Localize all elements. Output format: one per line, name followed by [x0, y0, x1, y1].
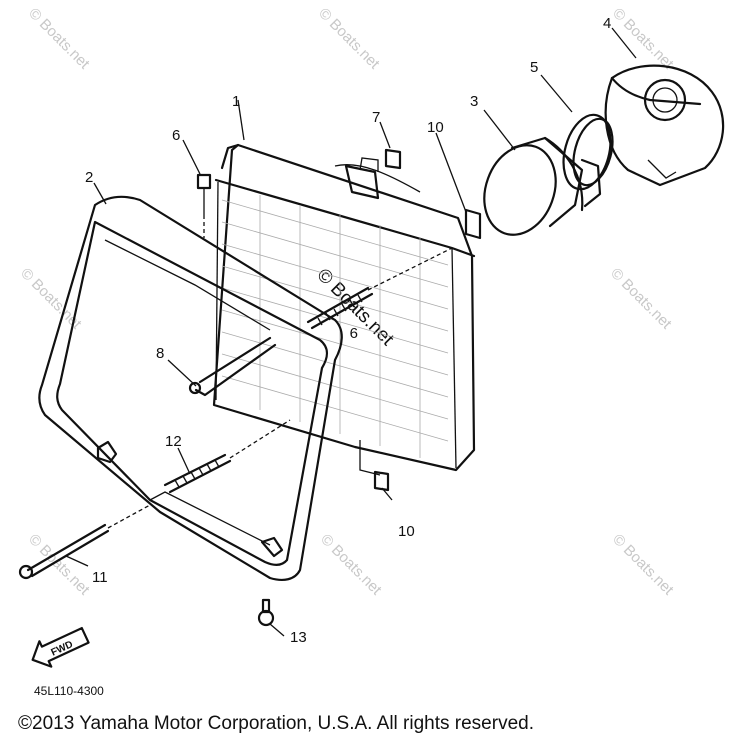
part-code: 45L110-4300 — [34, 684, 104, 698]
callouts: 1 2 3 4 5 6 7 8 9 10 10 11 12 13 — [85, 15, 611, 646]
dust-cover — [604, 64, 725, 187]
watermark: © Boats.net — [25, 5, 93, 73]
watermark: © Boats.net — [315, 5, 383, 73]
leader-lines — [65, 27, 637, 637]
fwd-arrow: FWD — [31, 626, 90, 668]
callout-3: 3 — [470, 93, 478, 110]
callout-10-top: 10 — [427, 119, 444, 136]
callout-8: 8 — [156, 345, 164, 362]
callout-9: 9 — [350, 324, 358, 341]
callout-13: 13 — [290, 629, 307, 646]
callout-10-bottom: 10 — [398, 523, 415, 540]
screw-13 — [257, 598, 275, 627]
callout-5: 5 — [530, 59, 538, 76]
watermark: © Boats.net — [609, 5, 677, 73]
callout-2: 2 — [85, 169, 93, 186]
screw-8 — [188, 336, 277, 397]
bulb-retainer — [562, 113, 614, 191]
watermark: © Boats.net — [317, 531, 385, 599]
watermark: © Boats.net — [609, 531, 677, 599]
spring-9 — [306, 247, 453, 330]
copyright-text: ©2013 Yamaha Motor Corporation, U.S.A. A… — [18, 713, 534, 734]
callout-7: 7 — [372, 109, 380, 126]
callout-4: 4 — [603, 15, 611, 32]
callout-12: 12 — [165, 433, 182, 450]
callout-1: 1 — [232, 93, 240, 110]
headlight-unit — [212, 143, 482, 492]
screw-11 — [18, 504, 151, 580]
headlight-rim — [38, 195, 343, 581]
callout-11: 11 — [92, 569, 108, 586]
watermark: © Boats.net — [607, 265, 675, 333]
bulb — [483, 136, 602, 236]
callout-6: 6 — [172, 127, 180, 144]
screw-6 — [196, 173, 212, 238]
spring-12 — [163, 419, 291, 494]
